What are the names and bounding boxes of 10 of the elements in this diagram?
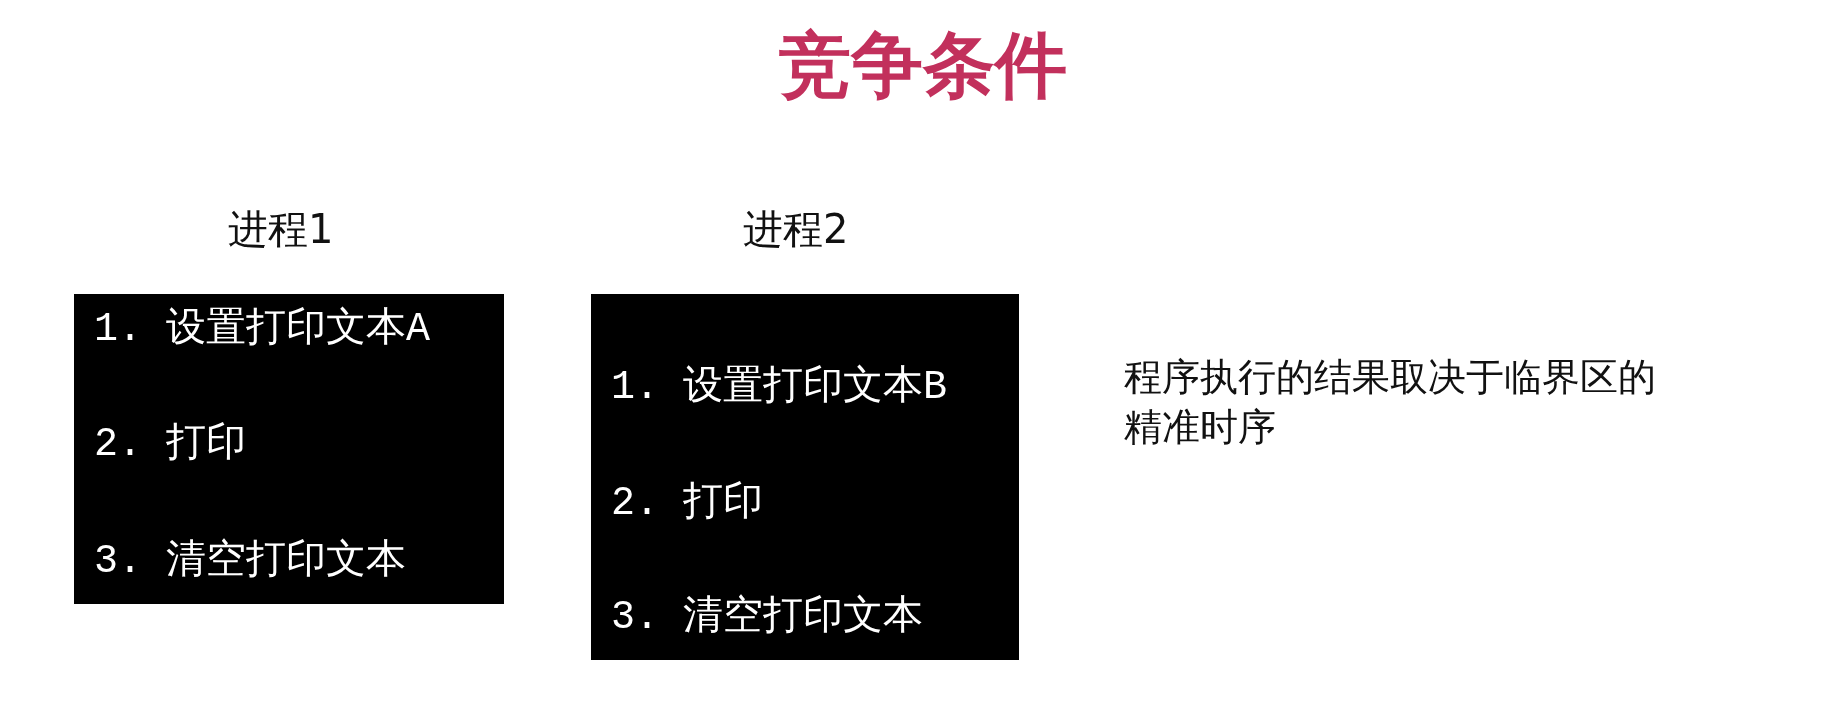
step-text: 1. 设置打印文本A (94, 306, 430, 354)
step-text: 3. 清空打印文本 (611, 594, 923, 642)
title: 竞争条件 (777, 22, 1068, 109)
note-text: 程序执行的结果取决于临界区的精准时序 (1124, 354, 1657, 451)
step-text: 2. 打印 (611, 480, 763, 528)
process-heading: 进程1 (228, 205, 334, 254)
step-text: 1. 设置打印文本B (611, 364, 947, 412)
step-text: 2. 打印 (94, 421, 246, 469)
process-heading: 进程2 (743, 205, 849, 254)
step-text: 3. 清空打印文本 (94, 538, 406, 586)
